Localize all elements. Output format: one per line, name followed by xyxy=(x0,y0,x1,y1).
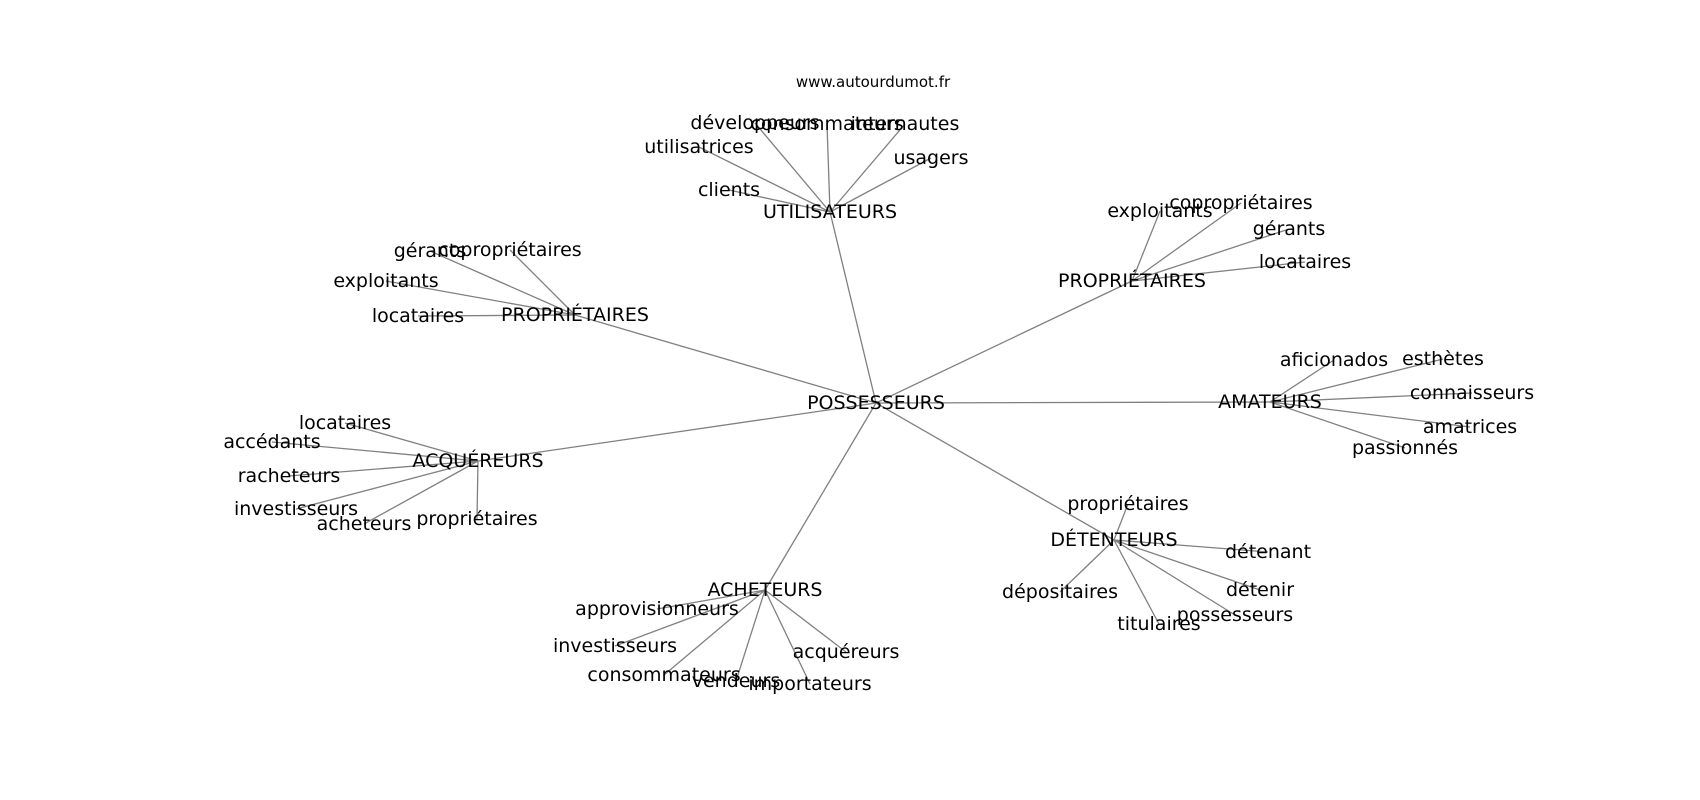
graph-nodes: POSSESSEURSUTILISATEURSdéveloppeursconso… xyxy=(223,112,1534,695)
edge-center-hub xyxy=(574,314,877,404)
leaf-node: dépositaires xyxy=(1002,581,1118,603)
leaf-node: acquéreurs xyxy=(793,641,900,663)
edge-hub-leaf xyxy=(1269,401,1471,428)
leaf-node: utilisatrices xyxy=(644,136,753,158)
leaf-node: internautes xyxy=(851,113,960,135)
edge-center-hub xyxy=(829,211,877,404)
leaf-node: développeurs xyxy=(690,112,819,134)
edge-hub-leaf xyxy=(698,146,831,213)
hub-node: ACQUÉREURS xyxy=(412,449,543,472)
leaf-node: accédants xyxy=(223,431,320,453)
leaf-node: copropriétaires xyxy=(1169,192,1312,214)
leaf-node: passionnés xyxy=(1352,437,1458,459)
edge-hub-leaf xyxy=(1269,401,1406,449)
leaf-node: approvisionneurs xyxy=(575,598,739,620)
leaf-node: gérants xyxy=(394,240,467,262)
edge-hub-leaf xyxy=(288,460,479,477)
edge-hub-leaf xyxy=(1269,359,1335,403)
edge-hub-leaf xyxy=(829,123,906,213)
edge-hub-leaf xyxy=(1113,503,1129,541)
edge-hub-leaf xyxy=(829,157,932,213)
edge-hub-leaf xyxy=(1269,392,1473,403)
edge-hub-leaf xyxy=(344,422,479,462)
edge-hub-leaf xyxy=(295,460,479,510)
leaf-node: consommateurs xyxy=(587,664,740,686)
leaf-node: copropriétaires xyxy=(438,239,581,261)
edge-hub-leaf xyxy=(417,314,576,317)
leaf-node: importateurs xyxy=(748,673,871,695)
hub-node: DÉTENTEURS xyxy=(1050,528,1177,551)
leaf-node: possesseurs xyxy=(1177,604,1293,626)
leaf-node: aficionados xyxy=(1280,349,1388,371)
leaf-node: vendeurs xyxy=(692,670,780,692)
edge-hub-leaf xyxy=(735,589,766,682)
leaf-node: locataires xyxy=(372,305,464,327)
hub-node: PROPRIÉTAIRES xyxy=(501,303,649,326)
edge-hub-leaf xyxy=(385,280,576,316)
edge-center-hub xyxy=(875,280,1133,404)
leaf-node: propriétaires xyxy=(416,508,537,530)
site-url: www.autourdumot.fr xyxy=(796,73,951,91)
edge-hub-leaf xyxy=(614,589,766,647)
leaf-node: investisseurs xyxy=(553,635,677,657)
leaf-node: investisseurs xyxy=(234,498,358,520)
leaf-node: usagers xyxy=(893,147,968,169)
leaf-node: gérants xyxy=(1253,218,1326,240)
edge-hub-leaf xyxy=(1113,539,1261,591)
edge-center-hub xyxy=(477,402,877,462)
edge-hub-leaf xyxy=(429,250,576,316)
edge-hub-leaf xyxy=(1269,358,1444,403)
edge-hub-leaf xyxy=(764,589,811,685)
edge-center-hub xyxy=(875,401,1271,404)
hub-node: AMATEURS xyxy=(1218,391,1322,413)
leaf-node: acheteurs xyxy=(317,513,412,535)
leaf-node: esthètes xyxy=(1402,348,1484,370)
leaf-node: titulaires xyxy=(1117,613,1200,635)
edge-hub-leaf xyxy=(826,123,831,213)
edge-hub-leaf xyxy=(476,460,479,520)
hub-node: ACHETEURS xyxy=(707,579,822,601)
edge-hub-leaf xyxy=(754,122,831,213)
leaf-node: détenant xyxy=(1225,541,1311,563)
leaf-node: détenir xyxy=(1226,579,1294,601)
edge-hub-leaf xyxy=(1131,228,1290,282)
edge-hub-leaf xyxy=(656,589,766,610)
edge-hub-leaf xyxy=(1113,539,1236,616)
center-node: POSSESSEURS xyxy=(807,392,945,414)
graph-edges xyxy=(271,122,1473,685)
edge-hub-leaf xyxy=(663,589,766,676)
leaf-node: exploitants xyxy=(1107,200,1212,222)
leaf-node: connaisseurs xyxy=(1410,382,1534,404)
edge-center-hub xyxy=(875,402,1115,541)
edge-hub-leaf xyxy=(1113,539,1160,625)
leaf-node: clients xyxy=(698,179,760,201)
edge-hub-leaf xyxy=(1113,539,1269,553)
edge-hub-leaf xyxy=(1059,539,1115,593)
leaf-node: propriétaires xyxy=(1067,493,1188,515)
edge-hub-leaf xyxy=(764,589,847,653)
leaf-node: racheteurs xyxy=(238,465,341,487)
hub-node: PROPRIÉTAIRES xyxy=(1058,269,1206,292)
edge-hub-leaf xyxy=(1131,210,1161,282)
edge-hub-leaf xyxy=(509,249,576,316)
edge-hub-leaf xyxy=(363,460,479,525)
leaf-node: amatrices xyxy=(1423,416,1517,438)
leaf-node: locataires xyxy=(299,412,391,434)
edge-center-hub xyxy=(764,402,877,591)
edge-hub-leaf xyxy=(271,441,479,462)
leaf-node: exploitants xyxy=(333,270,438,292)
edge-hub-leaf xyxy=(728,189,831,213)
edge-hub-leaf xyxy=(1131,261,1306,282)
hub-node: UTILISATEURS xyxy=(763,201,897,223)
leaf-node: locataires xyxy=(1259,251,1351,273)
leaf-node: consommateurs xyxy=(750,113,903,135)
edge-hub-leaf xyxy=(1131,202,1242,282)
